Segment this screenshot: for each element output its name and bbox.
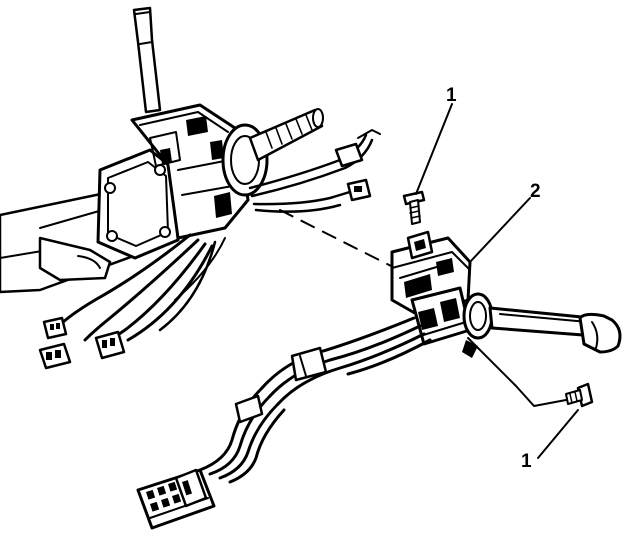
- connector-b: [38, 342, 72, 370]
- callout-leaders: [415, 103, 579, 459]
- callout-label-screw-top: 1: [446, 85, 457, 106]
- connector-a: [42, 316, 68, 340]
- column-harness: [38, 233, 226, 370]
- screw-top-icon: [402, 190, 426, 225]
- multifunction-switch: [390, 230, 622, 358]
- callout-label-screw-bottom: 1: [521, 451, 532, 472]
- callout-label-switch-assembly: 2: [530, 181, 541, 202]
- screw-bottom-icon: [565, 382, 594, 408]
- switch-harness: [136, 316, 432, 530]
- steering-column: [0, 6, 324, 294]
- alignment-guide-line: [279, 209, 396, 269]
- connector-c: [94, 330, 126, 360]
- switch-connector: [136, 468, 216, 530]
- upper-pigtails: [248, 129, 381, 213]
